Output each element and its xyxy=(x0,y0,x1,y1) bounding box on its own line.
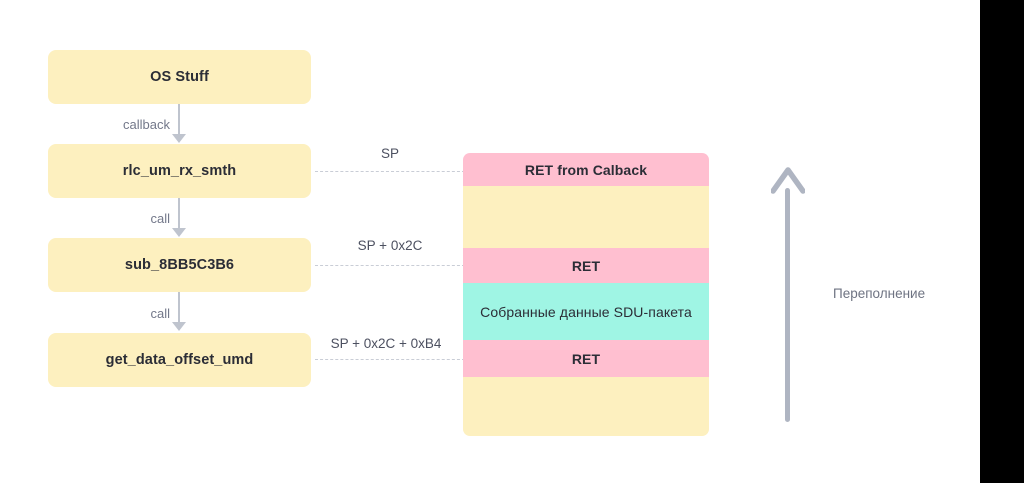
stack-segment-label: Собранные данные SDU-пакета xyxy=(480,303,692,320)
overflow-arrow-shaft xyxy=(785,188,790,422)
stack-segment: Собранные данные SDU-пакета xyxy=(463,283,709,340)
flow-box-sub-8bb5c3b6: sub_8BB5C3B6 xyxy=(48,238,311,292)
connector-line xyxy=(178,104,180,137)
arrow-down-icon xyxy=(172,134,186,143)
connector-line xyxy=(178,198,180,231)
arrow-down-icon xyxy=(172,228,186,237)
flow-box-label: OS Stuff xyxy=(150,69,209,85)
flow-box-label: sub_8BB5C3B6 xyxy=(124,257,235,273)
stack-segment: RET from Calback xyxy=(463,153,709,186)
sp-leader-line xyxy=(315,171,465,172)
arrow-up-icon xyxy=(770,165,806,195)
flow-box-rlc-um-rx-smth: rlc_um_rx_smth xyxy=(48,144,311,198)
edge-label-call: call xyxy=(150,306,170,321)
sp-label-offset-2c: SP + 0x2C xyxy=(357,238,423,253)
edge-label-callback: callback xyxy=(123,117,170,132)
connector-line xyxy=(178,292,180,325)
sp-label-base: SP xyxy=(380,146,400,161)
right-gutter-band xyxy=(980,0,1024,483)
stack-segment-label: RET from Calback xyxy=(524,161,648,178)
sp-leader-line xyxy=(315,359,465,360)
stack-segment: RET xyxy=(463,248,709,283)
stack-segment-label: RET xyxy=(571,257,601,274)
flow-box-label: get_data_offset_umd xyxy=(105,352,254,368)
stack-segment xyxy=(463,377,709,436)
sp-label-offset-2c-b4: SP + 0x2C + 0xB4 xyxy=(330,336,442,351)
flow-box-get-data-offset-umd: get_data_offset_umd xyxy=(48,333,311,387)
overflow-label: Переполнение xyxy=(833,286,926,301)
flow-box-label: rlc_um_rx_smth xyxy=(122,163,237,179)
stack-segment-label: RET xyxy=(571,350,601,367)
edge-label-call: call xyxy=(150,211,170,226)
stack-segment: RET xyxy=(463,340,709,377)
stack-segment xyxy=(463,186,709,248)
sp-leader-line xyxy=(315,265,465,266)
flow-box-os-stuff: OS Stuff xyxy=(48,50,311,104)
arrow-down-icon xyxy=(172,322,186,331)
